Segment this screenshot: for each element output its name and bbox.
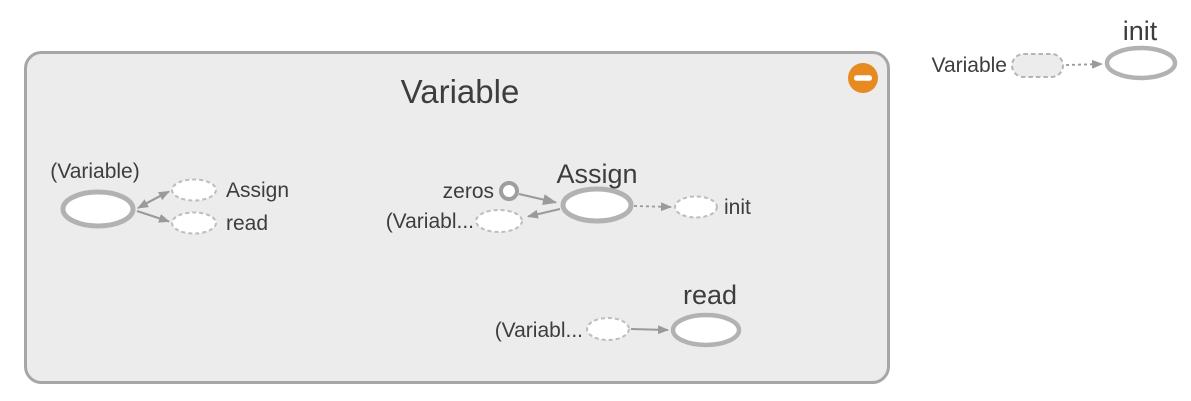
assign-op-title: Assign: [556, 159, 637, 189]
annotation-label-init: init: [724, 196, 751, 219]
annotation-label-assign: Assign: [226, 179, 289, 202]
init-op-node[interactable]: [1104, 45, 1178, 81]
edge-variable-to-assign: [140, 190, 170, 207]
annotation-node-assign[interactable]: [171, 178, 217, 202]
read-op-title: read: [683, 280, 737, 310]
annotation-label-variable-read: (Variabl...: [495, 319, 583, 342]
collapse-node-button[interactable]: [848, 63, 878, 93]
annotation-node-init[interactable]: [674, 195, 718, 219]
annotation-label-variable-top: Variable: [932, 54, 1008, 77]
variable-op-label: (Variable): [50, 160, 139, 183]
expanded-node-variable[interactable]: [24, 51, 890, 384]
edge-variable-to-init: [1065, 59, 1103, 69]
assign-op-node[interactable]: [560, 186, 634, 224]
annotation-label-variable-in: (Variabl...: [386, 210, 474, 233]
minus-icon: [854, 75, 872, 81]
edge-variable-to-read: [136, 210, 170, 223]
annotation-label-zeros: zeros: [443, 180, 494, 203]
annotation-label-read: read: [226, 212, 268, 235]
edge-assign-to-init: [633, 202, 672, 212]
edge-zeros-to-assign: [518, 193, 557, 205]
init-node-title: init: [1123, 16, 1158, 46]
annotation-node-variable-top[interactable]: [1011, 53, 1064, 78]
edge-variable-to-read-op: [630, 325, 669, 335]
annotation-node-read[interactable]: [171, 211, 217, 235]
annotation-node-variable-in[interactable]: [475, 209, 523, 233]
variable-op-node[interactable]: [60, 189, 136, 229]
annotation-node-zeros[interactable]: [499, 181, 519, 201]
annotation-node-variable-read[interactable]: [586, 317, 630, 341]
expanded-node-title: Variable: [401, 73, 520, 110]
edge-assign-to-variable-ref: [527, 208, 561, 219]
read-op-node[interactable]: [670, 312, 742, 348]
